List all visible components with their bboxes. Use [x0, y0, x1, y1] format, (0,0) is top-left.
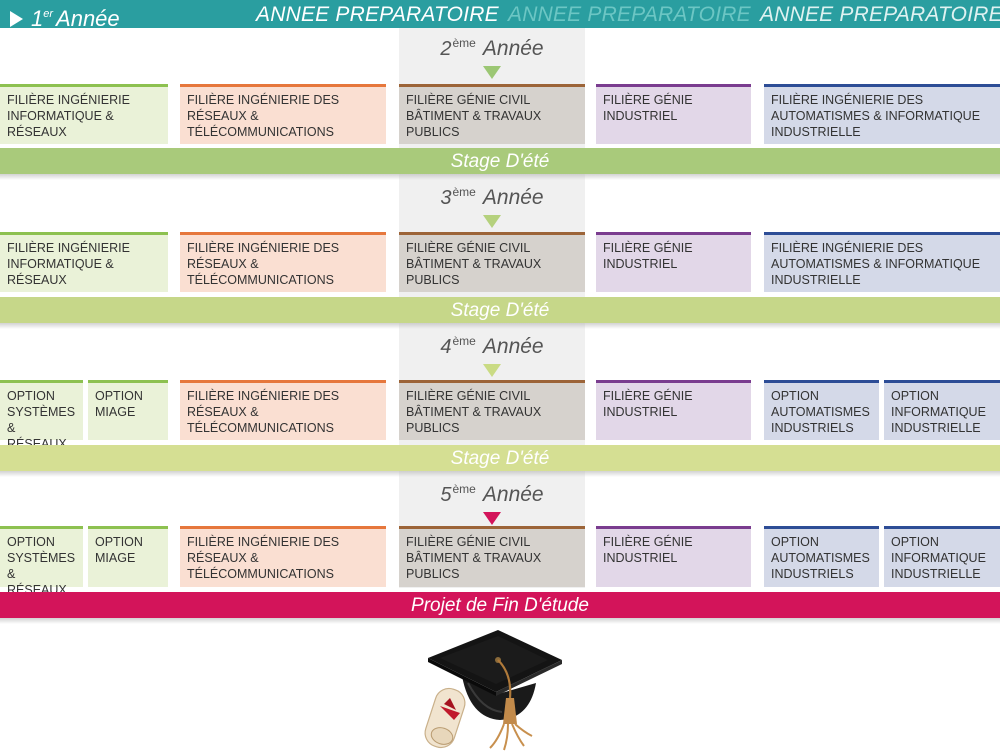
box-genie-civil: Filière Génie Civil Bâtiment & Travaux P… — [399, 526, 585, 587]
box-reseaux-telecom: Filière Ingénierie des Réseaux & Télécom… — [180, 84, 386, 144]
box-genie-industriel: Filière Génie Industriel — [596, 526, 751, 587]
first-year-word: Année — [56, 6, 120, 31]
year-number: 4 — [440, 336, 452, 358]
box-option-miage: Option MIAGE — [88, 526, 168, 587]
first-year-number: 1 — [31, 6, 44, 31]
year-suffix: ème — [452, 185, 476, 199]
box-info-reseaux: Filière Ingénierie Informatique & Réseau… — [0, 84, 168, 144]
band-shadow — [0, 471, 1000, 477]
first-year-suffix: er — [43, 8, 54, 20]
diploma-scroll — [424, 687, 466, 749]
pfe-label: Projet de Fin D'étude — [411, 595, 589, 616]
down-arrow-icon — [483, 364, 501, 377]
prep-label-3: ANNEE PREPARATOIRE — [760, 3, 1000, 26]
year-word: Année — [482, 335, 544, 358]
stage-label: Stage D'été — [450, 151, 550, 172]
box-genie-industriel: Filière Génie Industriel — [596, 84, 751, 144]
year-label-5: 5ème Année — [399, 482, 585, 525]
box-option-automatismes-industriels: Option Automatismes Industriels — [764, 526, 879, 587]
year-suffix: ème — [452, 482, 476, 496]
year-number: 3 — [440, 187, 452, 209]
box-option-systemes-reseaux: Option Systèmes & Réseaux — [0, 526, 83, 597]
stage-band-2: Stage D'été — [0, 297, 1000, 329]
year-suffix: ème — [452, 334, 476, 348]
year-word: Année — [482, 483, 544, 506]
prep-label-2: ANNEE PREPARATOIRE — [508, 3, 751, 26]
play-arrow-icon — [10, 11, 23, 27]
box-option-informatique-industrielle: Option Informatique Industrielle — [884, 380, 1000, 440]
down-arrow-icon — [483, 215, 501, 228]
box-automatismes: Filière Ingénierie des Automatismes & In… — [764, 232, 1000, 292]
stage-band-1: Stage D'été — [0, 148, 1000, 180]
year-label-2: 2ème Année — [399, 36, 585, 79]
box-info-reseaux: Filière Ingénierie Informatique & Réseau… — [0, 232, 168, 292]
year-number: 2 — [440, 38, 452, 60]
box-reseaux-telecom: Filière Ingénierie des Réseaux & Télécom… — [180, 380, 386, 440]
box-genie-civil: Filière Génie Civil Bâtiment & Travaux P… — [399, 380, 585, 440]
year-word: Année — [482, 37, 544, 60]
graduation-cap-icon — [424, 630, 562, 751]
band-shadow — [0, 174, 1000, 180]
down-arrow-icon — [483, 512, 501, 525]
box-reseaux-telecom: Filière Ingénierie des Réseaux & Télécom… — [180, 232, 386, 292]
down-arrow-icon — [483, 66, 501, 79]
box-option-automatismes-industriels: Option Automatismes Industriels — [764, 380, 879, 440]
stage-band-3: Stage D'été — [0, 445, 1000, 477]
year-number: 5 — [440, 484, 452, 506]
box-genie-civil: Filière Génie Civil Bâtiment & Travaux P… — [399, 232, 585, 292]
band-shadow — [0, 323, 1000, 329]
box-genie-industriel: Filière Génie Industriel — [596, 380, 751, 440]
year-suffix: ème — [452, 36, 476, 50]
box-option-informatique-industrielle: Option Informatique Industrielle — [884, 526, 1000, 587]
band-shadow — [0, 618, 1000, 624]
box-genie-industriel: Filière Génie Industriel — [596, 232, 751, 292]
box-reseaux-telecom: Filière Ingénierie des Réseaux & Télécom… — [180, 526, 386, 587]
box-automatismes: Filière Ingénierie des Automatismes & In… — [764, 84, 1000, 144]
year-label-3: 3ème Année — [399, 185, 585, 228]
pfe-band: Projet de Fin D'étude — [0, 592, 1000, 624]
box-option-miage: Option MIAGE — [88, 380, 168, 440]
year-label-4: 4ème Année — [399, 334, 585, 377]
stage-label: Stage D'été — [450, 448, 550, 469]
box-genie-civil: Filière Génie Civil Bâtiment & Travaux P… — [399, 84, 585, 144]
stage-label: Stage D'été — [450, 300, 550, 321]
prep-label-1: ANNEE PREPARATOIRE — [256, 3, 499, 26]
top-banner — [0, 0, 1000, 28]
box-option-systemes-reseaux: Option Systèmes & Réseaux — [0, 380, 83, 451]
year-word: Année — [482, 186, 544, 209]
